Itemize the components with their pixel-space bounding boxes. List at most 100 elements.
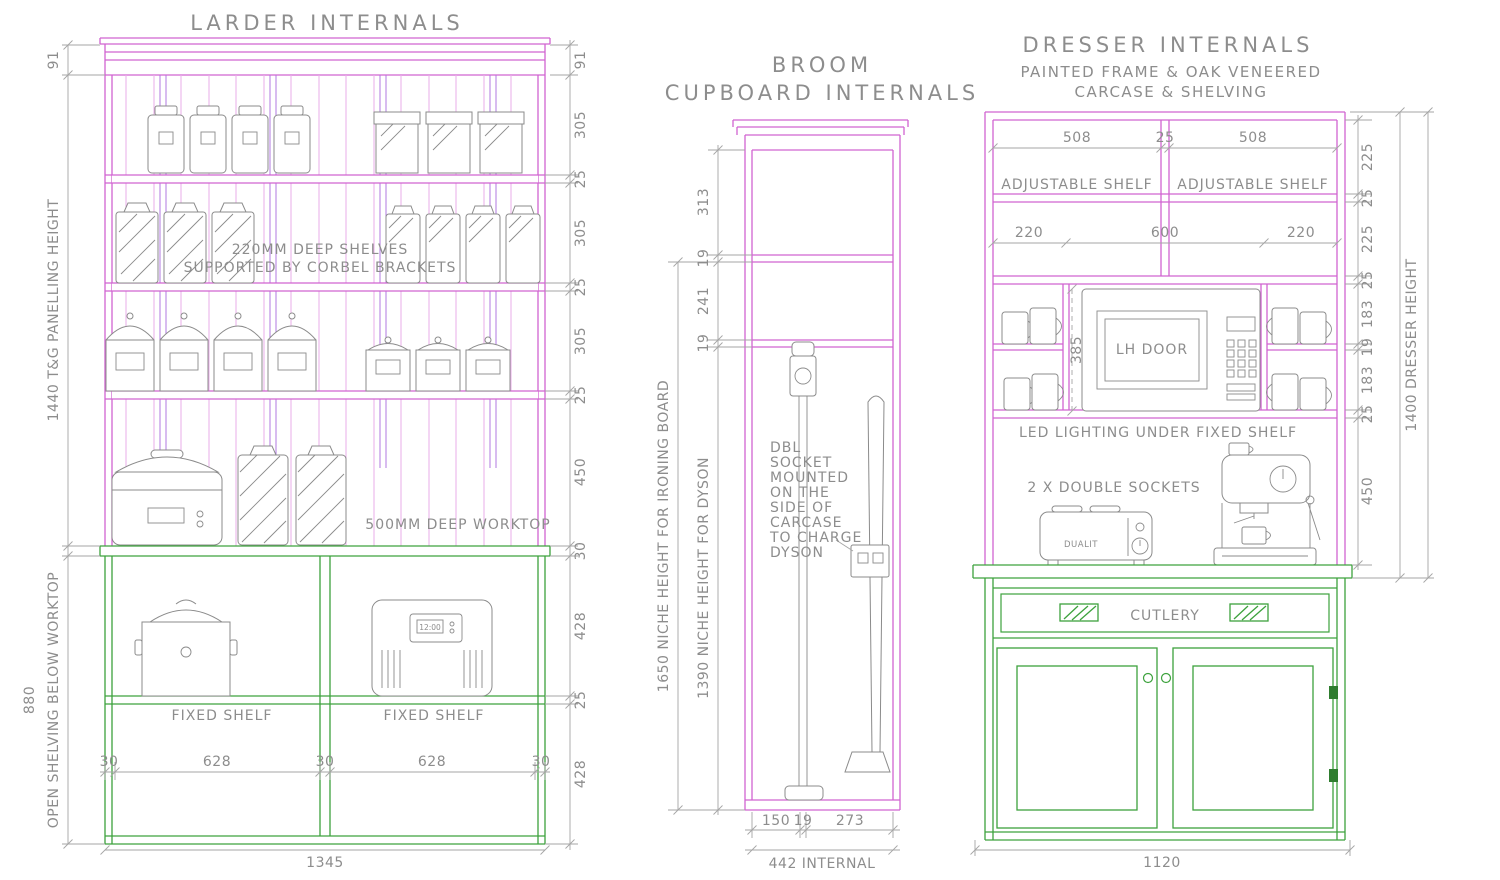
broom-dyson-vacuum (784, 341, 824, 801)
larder-pots-row3-right (365, 336, 511, 392)
broom-carcase (732, 119, 909, 811)
larder-hatched-jars-row4 (237, 445, 347, 546)
toaster-brand-label: DUALIT (1064, 540, 1098, 550)
dresser-dim-183-b: 183 (1360, 366, 1376, 394)
dresser-dim-225-a: 225 (1360, 143, 1376, 171)
larder-base-frame (104, 556, 546, 845)
larder-dim-91-left: 91 (46, 51, 62, 70)
broom-dim-313: 313 (696, 188, 712, 216)
larder-shelves-note-line1: 220MM DEEP SHELVES (232, 242, 409, 258)
larder-title: LARDER INTERNALS (190, 11, 464, 35)
larder-dim-30-right: 30 (532, 754, 551, 770)
larder-shelves (105, 174, 545, 400)
dresser-dim-25-top: 25 (1156, 130, 1175, 146)
dresser-drawer-motifs (1059, 603, 1269, 622)
broom-note-line2: SOCKET (770, 455, 832, 471)
broom-note-line6: CARCASE (770, 515, 842, 531)
dresser-title: DRESSER INTERNALS (1023, 33, 1314, 57)
broom-dim-19-bottom: 19 (794, 813, 813, 829)
larder-dim-25-a: 25 (573, 170, 589, 189)
larder-dim-428-a: 428 (573, 612, 589, 640)
dresser-bottom-dimensions (970, 840, 1355, 856)
dresser-subtitle-line2: CARCASE & SHELVING (1075, 83, 1268, 101)
broom-overall-width: 442 INTERNAL (769, 856, 876, 872)
larder-bread-maker: 12:00 (371, 599, 493, 697)
larder-jars-row1-right (373, 111, 525, 174)
dresser-sockets-note: 2 X DOUBLE SOCKETS (1027, 480, 1200, 496)
dresser-hinge-bottom (1329, 769, 1338, 782)
dresser-overall-width: 1120 (1143, 855, 1181, 871)
dresser-dim-450: 450 (1360, 477, 1376, 505)
microwave-door-label: LH DOOR (1116, 342, 1188, 358)
larder-dim-25-c: 25 (573, 386, 589, 405)
larder-dim-628-right: 628 (418, 754, 446, 770)
broom-note-line8: DYSON (770, 545, 824, 561)
dresser-dim-220-right: 220 (1287, 225, 1315, 241)
broom-double-socket (835, 539, 890, 578)
broom-niche-ironing-label: 1650 NICHE HEIGHT FOR IRONING BOARD (656, 380, 672, 692)
larder-worktop (99, 545, 551, 557)
larder-fixed-shelf-label-right: FIXED SHELF (384, 708, 485, 724)
larder-panel: LARDER INTERNALS (22, 11, 589, 871)
broom-ironing-board (844, 395, 891, 773)
broom-dim-19-b: 19 (696, 334, 712, 353)
larder-dim-305-a: 305 (573, 111, 589, 139)
larder-worktop-note: 500MM DEEP WORKTOP (365, 517, 550, 533)
dresser-adjustable-shelf-right: ADJUSTABLE SHELF (1177, 177, 1328, 193)
larder-left-dimensions (62, 40, 105, 849)
larder-dim-25-b: 25 (573, 278, 589, 297)
larder-dim-30-left: 30 (100, 754, 119, 770)
larder-dim-30: 30 (573, 542, 589, 561)
larder-jars-row2-right (385, 205, 541, 284)
dresser-worktop (972, 564, 1353, 579)
broom-note-line1: DBL (770, 440, 801, 456)
broom-left-dimensions (668, 145, 752, 815)
broom-dim-273: 273 (836, 813, 864, 829)
broom-dim-150: 150 (762, 813, 790, 829)
dresser-niche-dimension (1067, 284, 1077, 416)
broom-panel: BROOM CUPBOARD INTERNALS DBL SOCKET MOUN… (656, 53, 979, 872)
dresser-dim-225-b: 225 (1360, 225, 1376, 253)
dresser-base-carcase (984, 578, 1346, 841)
bread-maker-display: 12:00 (419, 623, 441, 632)
dresser-dim-508-left: 508 (1063, 130, 1091, 146)
larder-open-shelving-label: OPEN SHELVING BELOW WORKTOP (46, 572, 62, 829)
larder-dim-91-right: 91 (573, 51, 589, 70)
broom-dim-241: 241 (696, 287, 712, 315)
dresser-mugs (1001, 307, 1332, 411)
dresser-toaster: DUALIT (1039, 505, 1153, 566)
dresser-height-dimension (1350, 107, 1434, 583)
dresser-adjustable-shelf-left: ADJUSTABLE SHELF (1001, 177, 1152, 193)
dresser-left-door-knob (1142, 672, 1154, 684)
dresser-dim-25-b: 25 (1360, 271, 1376, 290)
dresser-dim-25-c: 25 (1360, 405, 1376, 424)
dresser-right-dimension-chain (1345, 115, 1372, 570)
larder-dim-428-b: 428 (573, 760, 589, 788)
dresser-dim-220-left: 220 (1015, 225, 1043, 241)
broom-title-line1: BROOM (772, 53, 872, 77)
larder-frame (104, 60, 546, 546)
dresser-dim-25-a: 25 (1360, 189, 1376, 208)
larder-right-dimension-chain (545, 40, 578, 850)
larder-dim-628-left: 628 (203, 754, 231, 770)
dresser-dim-385: 385 (1069, 336, 1085, 364)
dresser-dim-19: 19 (1360, 338, 1376, 357)
dresser-bay-dimensions (988, 238, 1342, 248)
dresser-panel: DRESSER INTERNALS PAINTED FRAME & OAK VE… (970, 33, 1434, 871)
larder-jars-row1-left (147, 105, 311, 174)
dresser-dim-508-right: 508 (1239, 130, 1267, 146)
larder-bottom-dimensions (100, 762, 550, 855)
larder-rice-cooker (111, 449, 223, 546)
broom-note-line4: ON THE (770, 485, 830, 501)
larder-canisters-row3-left (105, 312, 317, 392)
dresser-led-note: LED LIGHTING UNDER FIXED SHELF (1019, 425, 1297, 441)
larder-dim-30-mid: 30 (316, 754, 335, 770)
broom-note-line3: MOUNTED (770, 470, 849, 486)
larder-dim-305-b: 305 (573, 219, 589, 247)
larder-tg-panelling (125, 75, 512, 546)
broom-title-line2: CUPBOARD INTERNALS (665, 81, 979, 105)
larder-jars-row2-left (115, 202, 255, 284)
larder-dim-880: 880 (22, 686, 38, 714)
dresser-right-door-knob (1160, 672, 1172, 684)
larder-dim-25-d: 25 (573, 691, 589, 710)
